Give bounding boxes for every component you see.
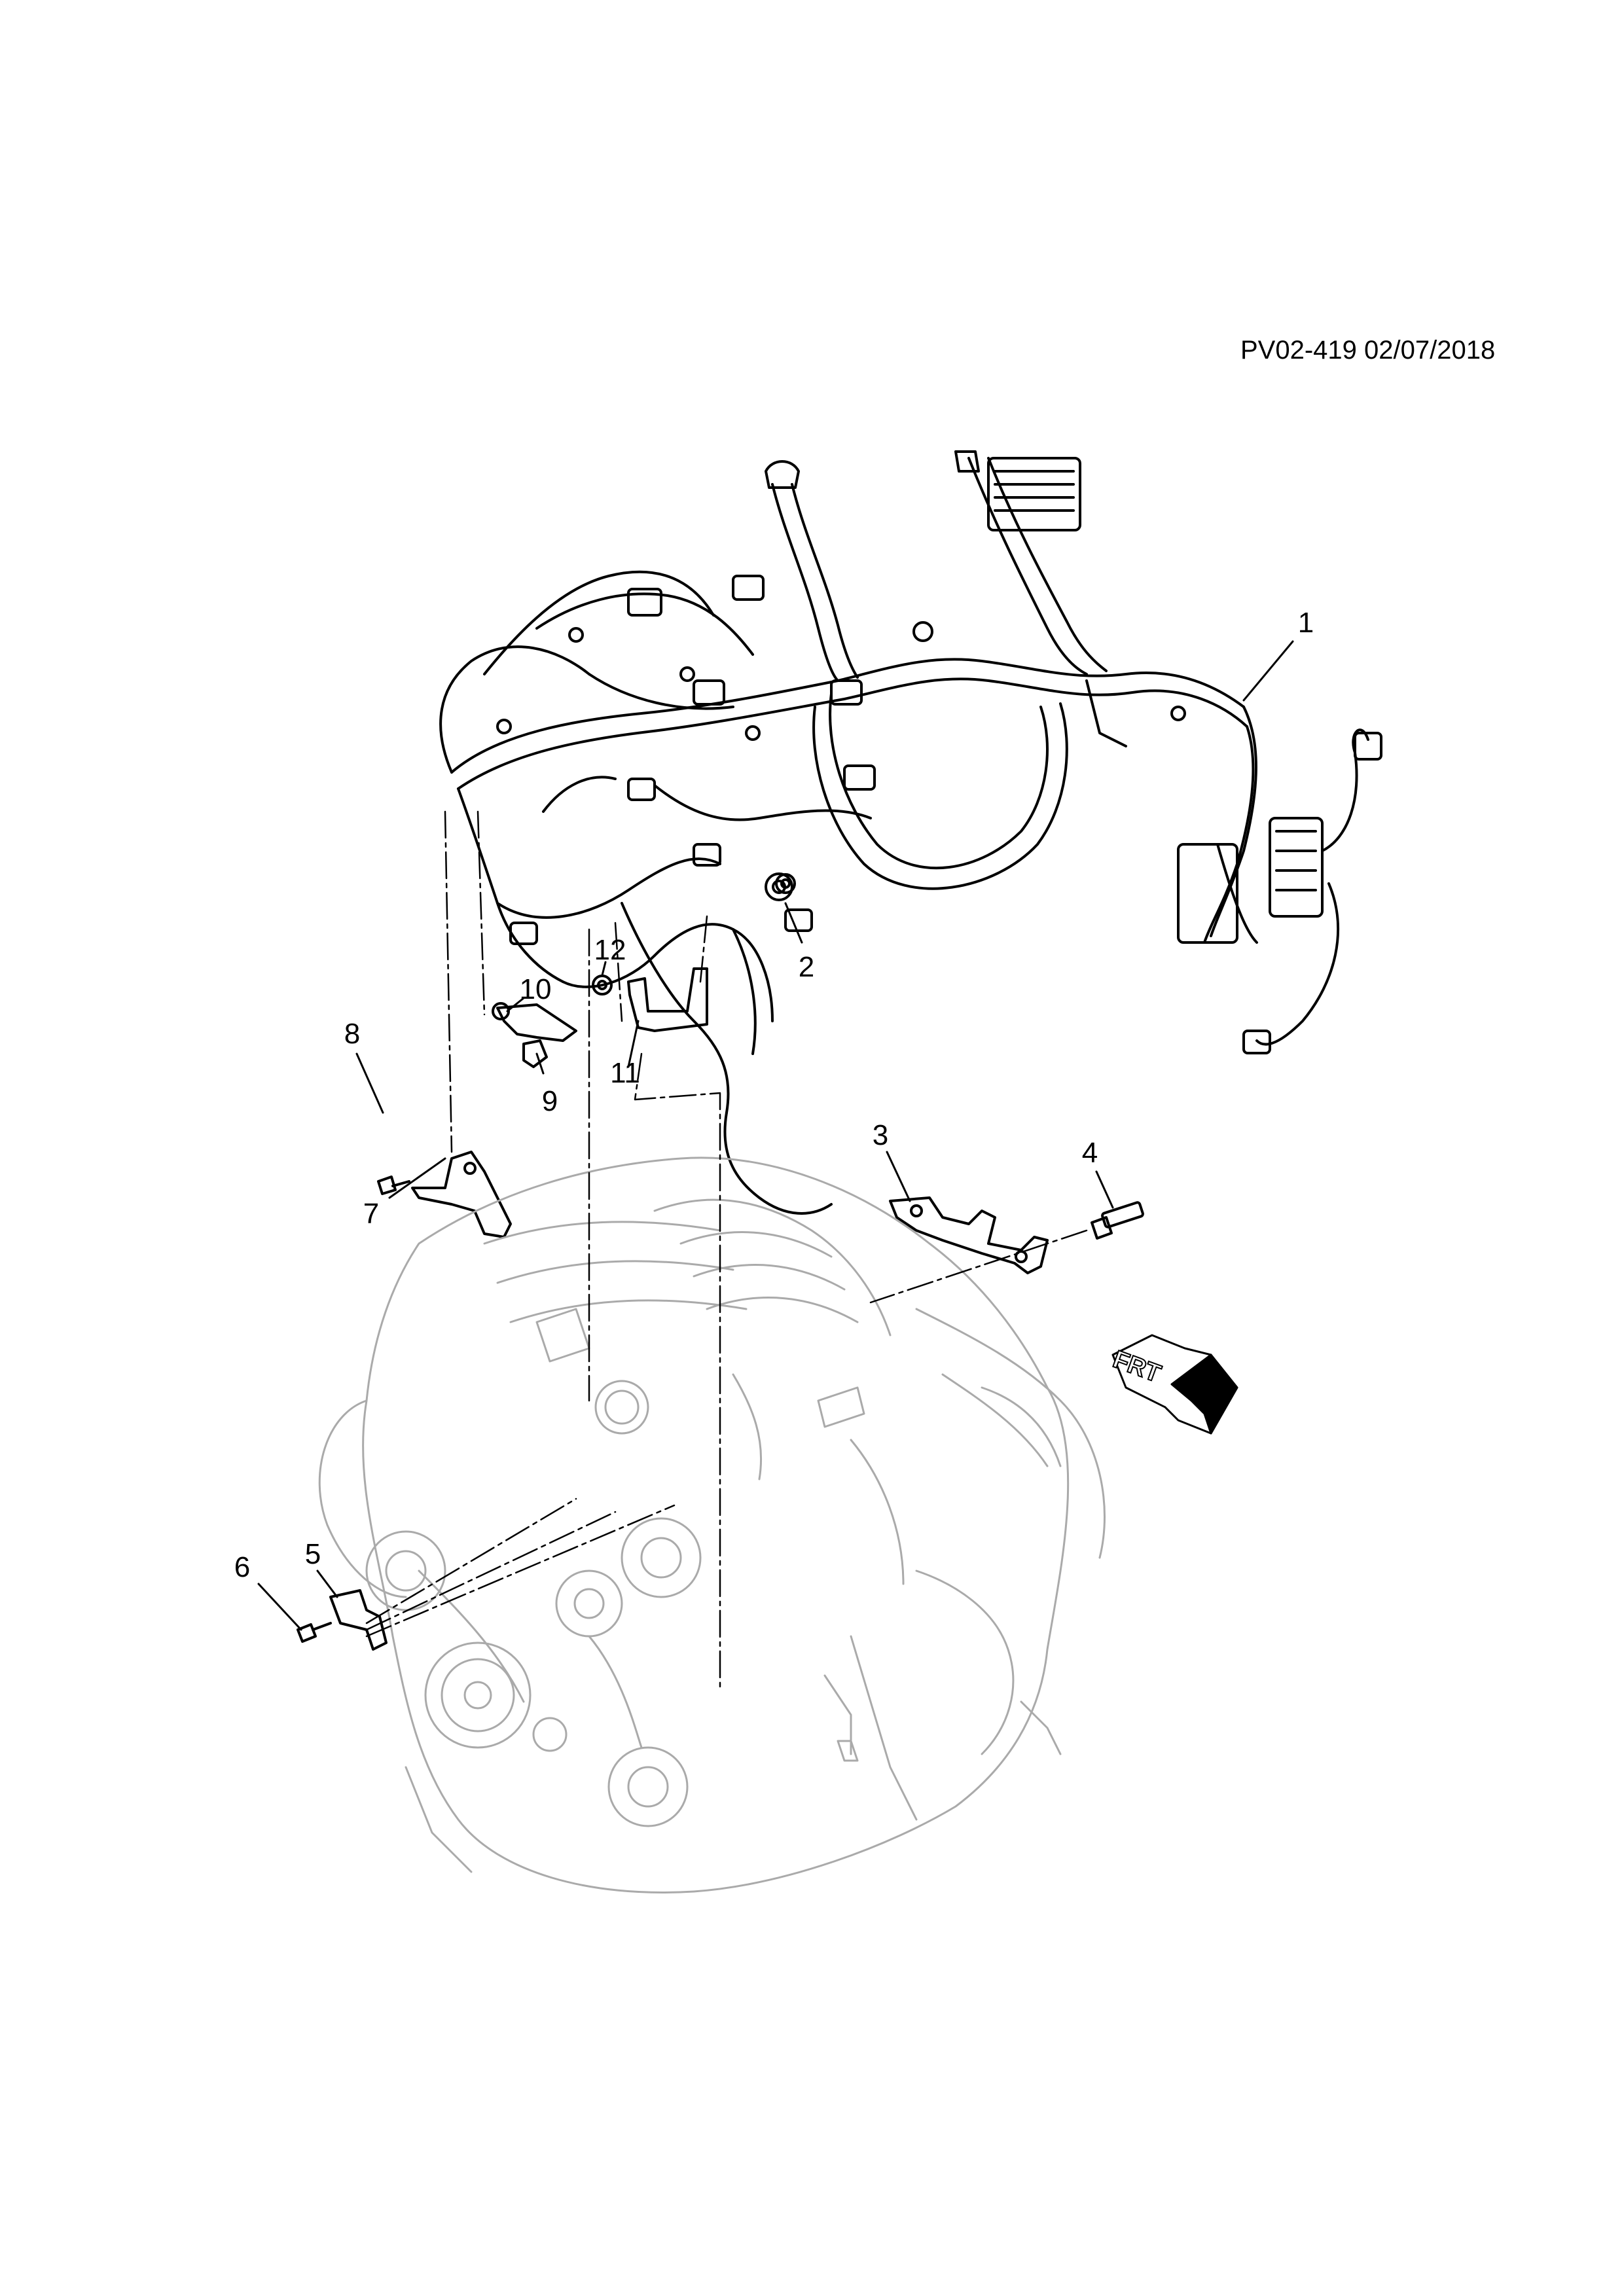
callout-6: 6: [234, 1551, 251, 1583]
callout-4: 4: [1081, 1137, 1098, 1169]
bracket-part-10: [492, 1002, 577, 1042]
wiring-harness: [439, 450, 1382, 1215]
callout-8: 8: [344, 1018, 361, 1050]
callout-10: 10: [519, 973, 552, 1005]
guide-lines: [365, 810, 1088, 1690]
front-indicator-label: FRT: [1110, 1346, 1164, 1388]
callout-3: 3: [872, 1119, 889, 1151]
bracket-part-3: [889, 1196, 1049, 1274]
callout-5: 5: [304, 1538, 321, 1570]
nut-part-2: [765, 872, 793, 901]
leader-lines: [257, 640, 1294, 1631]
front-indicator: FRT: [1109, 1345, 1165, 1389]
bolt-part-6: [297, 1622, 332, 1643]
engine-assembly: [318, 1157, 1106, 1894]
callout-1: 1: [1297, 607, 1314, 639]
callout-2: 2: [798, 951, 815, 983]
bolt-part-4: [1091, 1201, 1144, 1240]
callout-11: 11: [610, 1057, 640, 1089]
bracket-part-11: [627, 967, 708, 1032]
clip-part-9: [522, 1039, 548, 1068]
bracket-part-5: [329, 1589, 388, 1651]
callout-9: 9: [541, 1085, 558, 1117]
bracket-part-7: [411, 1151, 512, 1238]
bolt-part-8: [377, 1175, 410, 1195]
front-arrow-icon: [1111, 1334, 1238, 1435]
callout-7: 7: [363, 1198, 380, 1230]
callout-12: 12: [594, 934, 626, 966]
diagram-reference: PV02-419 02/07/2018: [1240, 336, 1496, 365]
